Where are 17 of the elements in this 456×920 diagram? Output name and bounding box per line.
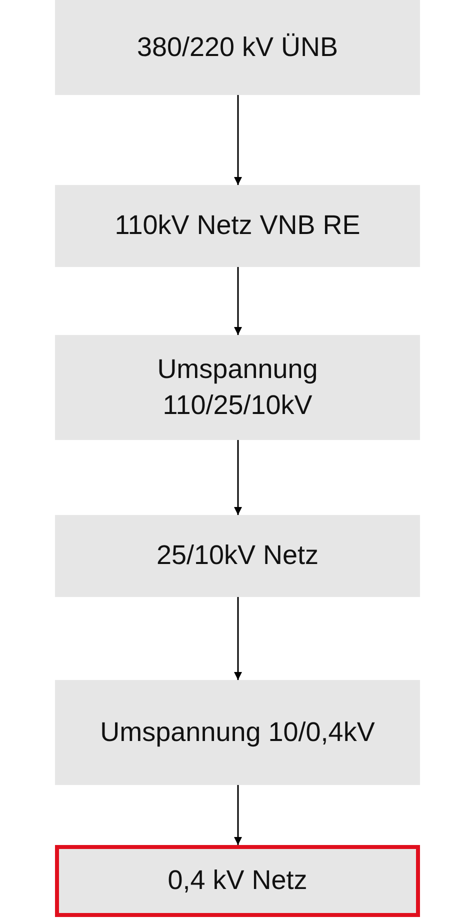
- arrow: [234, 785, 242, 845]
- box-label: 110kV Netz VNB RE: [114, 209, 360, 242]
- process-box: [55, 515, 420, 597]
- process-box: [55, 185, 420, 267]
- box-label: 25/10kV Netz: [156, 539, 319, 572]
- arrow: [234, 597, 242, 680]
- process-box: [55, 0, 420, 95]
- process-box: [55, 845, 420, 917]
- box-label: Umspannung 10/0,4kV: [100, 716, 375, 749]
- box-label: 380/220 kV ÜNB: [136, 30, 338, 64]
- process-box: [55, 335, 420, 440]
- box-label: Umspannung 110/25/10kV: [156, 353, 319, 422]
- box-label: 0,4 kV Netz: [168, 864, 308, 898]
- arrow: [234, 267, 242, 335]
- process-box: [55, 680, 420, 785]
- arrow: [234, 95, 242, 185]
- arrow: [234, 440, 242, 515]
